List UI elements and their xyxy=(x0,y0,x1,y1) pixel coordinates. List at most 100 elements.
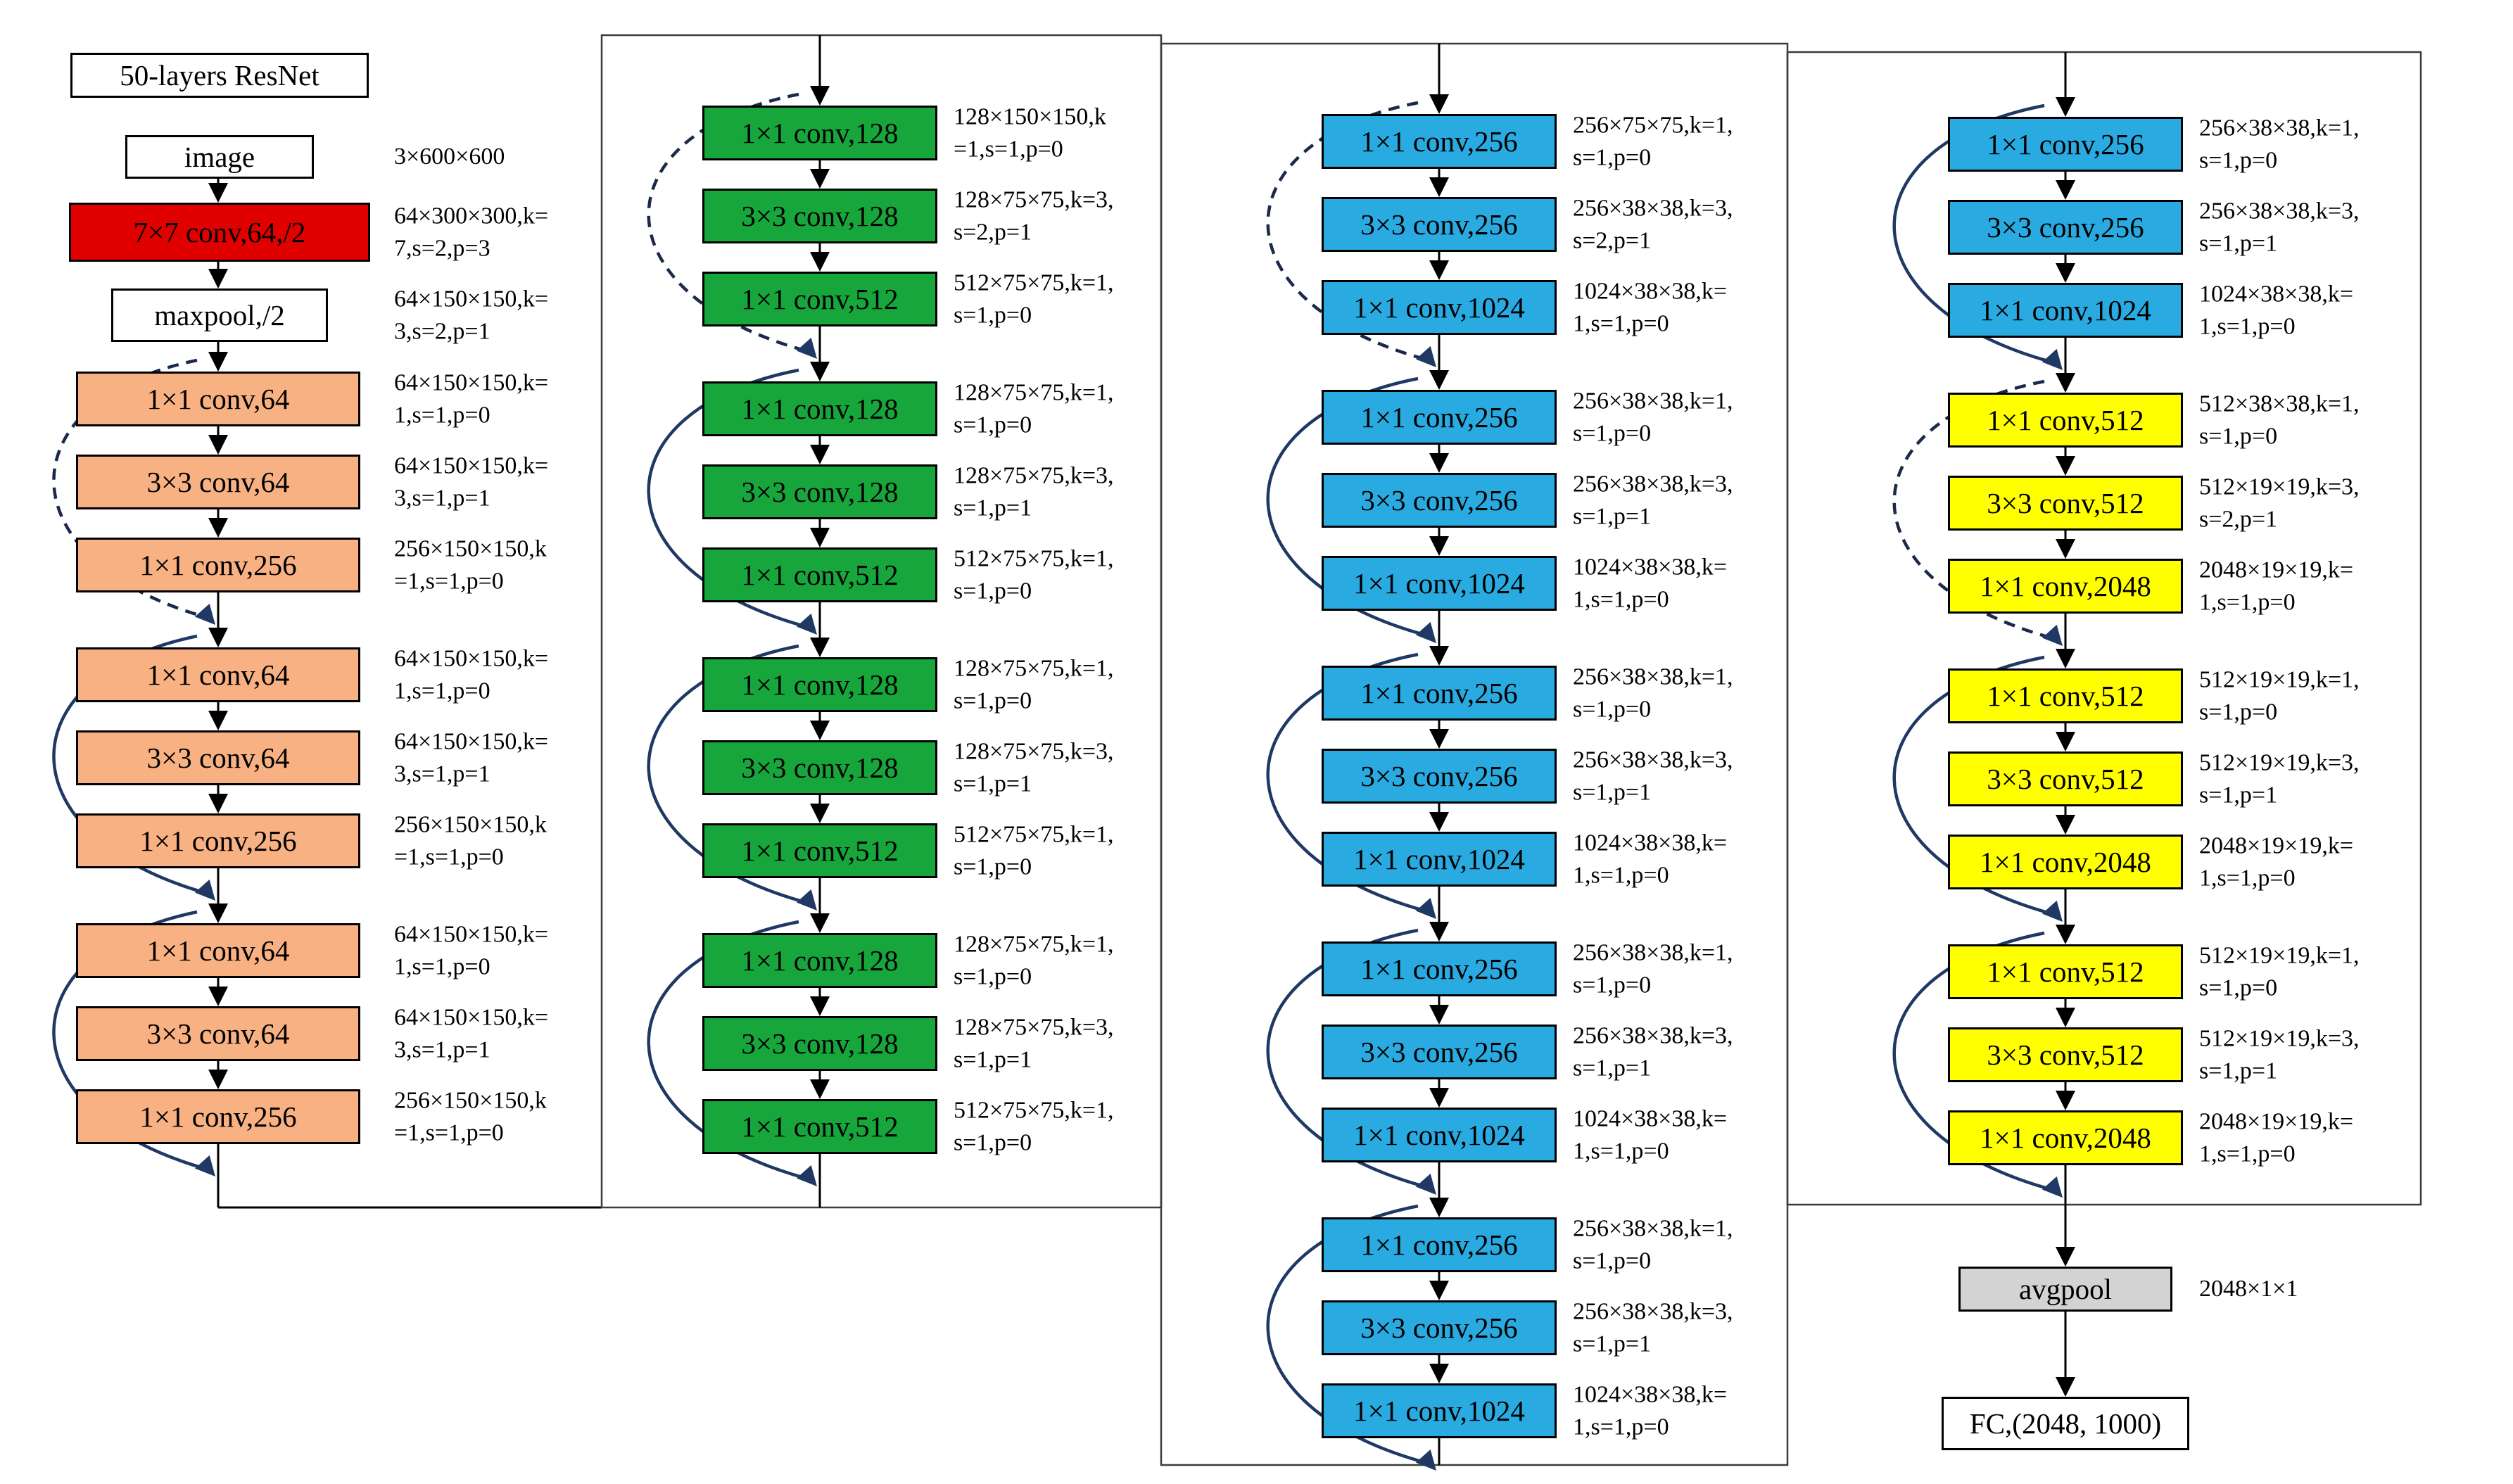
maxpool-box: maxpool,/2 xyxy=(111,288,328,342)
dimension-annotation-line: 1024×38×38,k= xyxy=(1573,554,1728,581)
dimension-annotation-line: s=1,p=0 xyxy=(954,963,1032,989)
dimension-annotation-line: 2048×19×19,k= xyxy=(2199,832,2354,859)
conv-block: 3×3 conv,512 xyxy=(1948,1027,2183,1082)
flow-arrowhead xyxy=(810,1079,830,1099)
avgpool-box: avgpool xyxy=(1958,1267,2172,1312)
flow-arrowhead xyxy=(1429,1005,1449,1025)
dimension-annotation-line: 128×75×75,k=3, xyxy=(954,462,1114,489)
dimension-annotation: 128×75×75,k=3, s=1,p=1 xyxy=(954,459,1140,524)
conv-block: 3×3 conv,128 xyxy=(702,1016,937,1071)
flow-arrowhead xyxy=(208,903,228,923)
flow-arrowhead xyxy=(810,638,830,657)
dimension-annotation-line: 1024×38×38,k= xyxy=(2199,281,2354,307)
conv-block: 1×1 conv,512 xyxy=(702,547,937,602)
conv-block: 3×3 conv,256 xyxy=(1948,200,2183,255)
dimension-annotation-line: 128×75×75,k=3, xyxy=(954,186,1114,213)
dimension-annotation: 64×150×150,k=1,s=1,p=0 xyxy=(394,918,591,982)
shortcut-arrowhead xyxy=(2042,1176,2063,1198)
dimension-annotation-line: 256×150×150,k xyxy=(394,811,547,838)
dimension-annotation: 1024×38×38,k=1,s=1,p=0 xyxy=(1573,827,1770,891)
dimension-annotation-line: s=1,p=0 xyxy=(954,412,1032,438)
dimension-annotation-line: s=1,p=0 xyxy=(2199,975,2278,1001)
dimension-annotation-line: 128×150×150,k xyxy=(954,103,1106,130)
flow-arrowhead xyxy=(2056,732,2075,751)
dimension-annotation-line: 256×38×38,k=1, xyxy=(1573,939,1733,966)
shortcut-arrowhead xyxy=(1415,1449,1436,1471)
flow-arrowhead xyxy=(2056,649,2075,668)
dimension-annotation: 64×150×150,k=3,s=1,p=1 xyxy=(394,450,591,514)
conv-block: 1×1 conv,1024 xyxy=(1322,832,1557,887)
conv-block: 1×1 conv,256 xyxy=(1322,390,1557,445)
shortcut-arrowhead xyxy=(2042,348,2063,370)
conv-block: 1×1 conv,512 xyxy=(702,272,937,326)
dimension-annotation: 256×38×38,k=3,s=1,p=1 xyxy=(1573,1020,1770,1084)
dimension-annotation-line: 512×19×19,k=3, xyxy=(2199,749,2360,776)
dimension-annotation: 512×19×19,k=3,s=2,p=1 xyxy=(2199,471,2410,535)
dimension-annotation-line: 512×19×19,k=1, xyxy=(2199,666,2360,693)
conv-block: 1×1 conv,2048 xyxy=(1948,835,2183,889)
dimension-annotation-line: 1,s=1,p=0 xyxy=(394,402,490,428)
dimension-annotation-line: 64×150×150,k= xyxy=(394,1004,549,1031)
dimension-annotation: 512×75×75,k=1,s=1,p=0 xyxy=(954,543,1140,607)
flow-arrowhead xyxy=(1429,1198,1449,1217)
dimension-annotation-line: 128×75×75,k=1, xyxy=(954,379,1114,406)
dimension-annotation: 2048×19×19,k=1,s=1,p=0 xyxy=(2199,1105,2410,1169)
dimension-annotation-line: s=1,p=0 xyxy=(954,854,1032,880)
flow-arrowhead xyxy=(1429,646,1449,666)
dimension-annotation-line: s=1,p=1 xyxy=(2199,230,2278,256)
dimension-annotation-line: 1,s=1,p=0 xyxy=(2199,589,2296,615)
dimension-annotation: 512×19×19,k=1, s=1,p=0 xyxy=(2199,939,2410,1003)
flow-arrowhead xyxy=(2056,180,2075,200)
conv-block: 1×1 conv,1024 xyxy=(1322,280,1557,335)
dimension-annotation-line: 1,s=1,p=0 xyxy=(1573,1414,1669,1440)
flow-arrowhead xyxy=(810,721,830,740)
conv-block: 1×1 conv,128 xyxy=(702,933,937,988)
dimension-annotation-line: 2048×19×19,k= xyxy=(2199,1108,2354,1135)
flow-arrowhead xyxy=(1429,1088,1449,1108)
flow-arrowhead xyxy=(810,169,830,189)
dimension-annotation-line: 64×150×150,k= xyxy=(394,286,549,312)
dimension-annotation-line: 2048×1×1 xyxy=(2199,1276,2298,1302)
dimension-annotation-line: 1024×38×38,k= xyxy=(1573,278,1728,305)
conv-block: 1×1 conv,256 xyxy=(76,538,360,592)
dimension-annotation-line: 1,s=1,p=0 xyxy=(2199,313,2296,339)
flow-arrowhead xyxy=(810,86,830,106)
dimension-annotation-line: s=1,p=0 xyxy=(2199,423,2278,449)
conv-block: 3×3 conv,512 xyxy=(1948,476,2183,531)
flow-arrowhead xyxy=(208,711,228,730)
dimension-annotation-line: s=2,p=1 xyxy=(1573,227,1652,253)
conv-block: 1×1 conv,64 xyxy=(76,923,360,978)
flow-arrowhead xyxy=(810,913,830,933)
dimension-annotation-line: 1,s=1,p=0 xyxy=(1573,1138,1669,1164)
shortcut-arrowhead xyxy=(2042,900,2063,922)
conv7-box: 7×7 conv,64,/2 xyxy=(69,203,370,262)
dimension-annotation-line: 3,s=2,p=1 xyxy=(394,318,490,344)
conv-block: 1×1 conv,512 xyxy=(702,823,937,878)
dimension-annotation: 128×75×75,k=1,s=1,p=0 xyxy=(954,652,1140,716)
dimension-annotation: 1024×38×38,k=1,s=1,p=0 xyxy=(1573,1378,1770,1442)
dimension-annotation: 256×38×38,k=1,s=1,p=0 xyxy=(1573,1212,1770,1276)
dimension-annotation-line: s=1,p=0 xyxy=(954,1129,1032,1155)
conv-block: 3×3 conv,256 xyxy=(1322,1025,1557,1079)
dimension-annotation-line: 512×19×19,k=1, xyxy=(2199,942,2360,969)
flow-arrowhead xyxy=(208,794,228,813)
dimension-annotation-line: 1024×38×38,k= xyxy=(1573,830,1728,856)
flow-arrowhead xyxy=(810,804,830,823)
dimension-annotation: 512×19×19,k=3,s=1,p=1 xyxy=(2199,747,2410,811)
flow-arrowhead xyxy=(2056,1247,2075,1267)
dimension-annotation-line: 1,s=1,p=0 xyxy=(394,953,490,979)
dimension-annotation: 256×150×150,k=1,s=1,p=0 xyxy=(394,808,591,873)
conv-block: 1×1 conv,512 xyxy=(1948,393,2183,448)
diagram-title: 50-layers ResNet xyxy=(70,53,369,98)
dimension-annotation-line: s=1,p=1 xyxy=(954,495,1032,521)
flow-arrowhead xyxy=(1429,177,1449,197)
dimension-annotation: 64×150×150,k=1,s=1,p=0 xyxy=(394,642,591,706)
dimension-annotation: 512×75×75,k=1,s=1,p=0 xyxy=(954,818,1140,882)
conv-block: 1×1 conv,256 xyxy=(1322,1217,1557,1272)
dimension-annotation-line: s=1,p=0 xyxy=(1573,144,1652,170)
dimension-annotation: 256×38×38,k=1,s=1,p=0 xyxy=(1573,661,1770,725)
conv-block: 1×1 conv,1024 xyxy=(1322,1383,1557,1438)
flow-arrowhead xyxy=(810,252,830,272)
dimension-annotation-line: =1,s=1,p=0 xyxy=(394,568,504,594)
